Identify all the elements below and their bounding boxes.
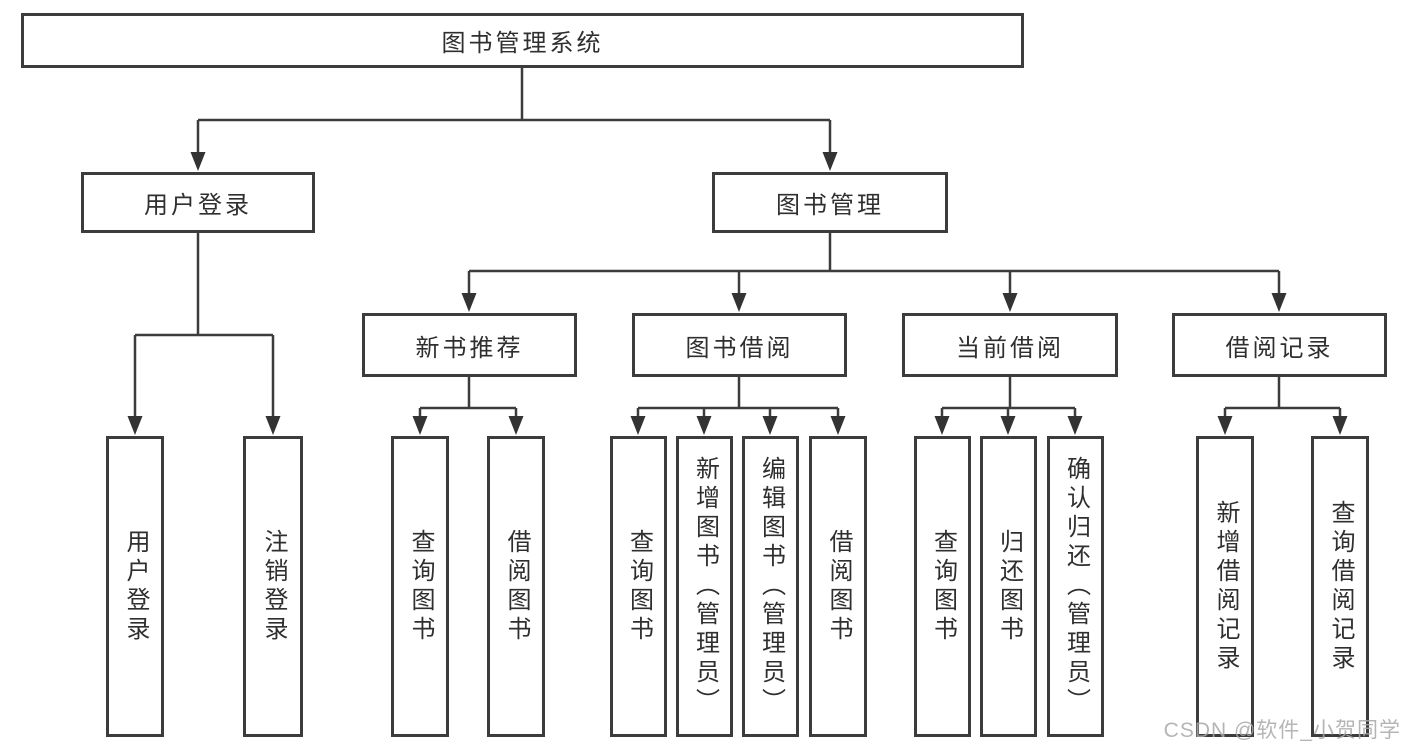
node-label: 新增图书（管理员） (691, 456, 719, 717)
node-user-login: 用户登录 (81, 172, 315, 233)
leaf-confirm-return-admin: 确认归还（管理员） (1047, 436, 1104, 737)
node-borrowing-records: 借阅记录 (1172, 313, 1387, 377)
node-label: 注销登录 (260, 528, 287, 645)
leaf-borrow-books: 借阅图书 (809, 436, 867, 737)
node-label: 确认归还（管理员） (1062, 456, 1090, 717)
arrowhead-icons (127, 152, 1348, 435)
connector-paths (133, 68, 1342, 419)
node-label: 图书借阅 (685, 334, 794, 362)
node-new-book-recommend: 新书推荐 (362, 313, 577, 377)
node-label: 图书管理 (776, 192, 884, 219)
leaf-edit-book-admin: 编辑图书（管理员） (742, 436, 799, 737)
node-library-management-system: 图书管理系统 (21, 13, 1024, 68)
csdn-watermark: CSDN @软件_小贺同学 (1163, 719, 1401, 742)
node-label: 查询图书 (929, 528, 957, 645)
leaf-return-book: 归还图书 (980, 436, 1037, 737)
node-book-borrowing: 图书借阅 (632, 313, 847, 377)
leaf-user-login: 用户登录 (106, 436, 164, 737)
leaf-query-books-recommend: 查询图书 (391, 436, 449, 737)
node-label: 借阅图书 (825, 528, 852, 645)
leaf-borrow-books-recommend: 借阅图书 (487, 436, 545, 737)
node-label: 查询图书 (407, 528, 434, 645)
node-label: 新增借阅记录 (1212, 499, 1239, 674)
leaf-query-books-borrowing: 查询图书 (610, 436, 667, 737)
node-label: 编辑图书（管理员） (757, 456, 785, 717)
leaf-add-borrow-record: 新增借阅记录 (1196, 436, 1254, 737)
leaf-query-books-current: 查询图书 (914, 436, 971, 737)
node-label: 借阅记录 (1225, 334, 1334, 362)
leaf-add-book-admin: 新增图书（管理员） (676, 436, 733, 737)
node-current-borrowing: 当前借阅 (902, 313, 1118, 377)
node-book-management: 图书管理 (712, 172, 948, 233)
node-label: 图书管理系统 (441, 30, 604, 57)
node-label: 新书推荐 (415, 334, 524, 362)
node-label: 用户登录 (122, 528, 149, 645)
node-label: 用户登录 (144, 192, 252, 219)
leaf-logout: 注销登录 (243, 436, 303, 737)
leaf-query-borrow-record: 查询借阅记录 (1311, 436, 1369, 737)
node-label: 查询借阅记录 (1327, 499, 1354, 674)
node-label: 归还图书 (995, 528, 1023, 645)
node-label: 借阅图书 (503, 528, 530, 645)
node-label: 查询图书 (625, 528, 653, 645)
node-label: 当前借阅 (956, 334, 1064, 362)
